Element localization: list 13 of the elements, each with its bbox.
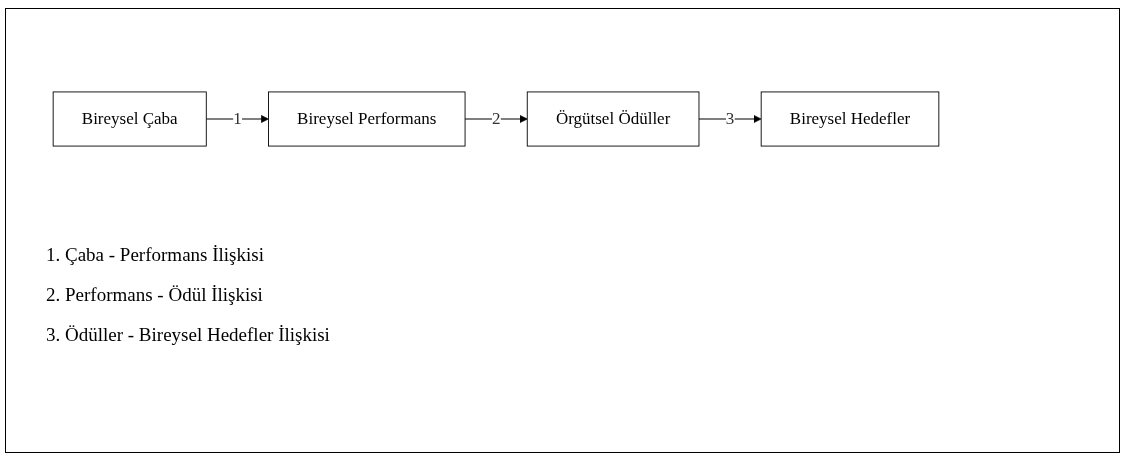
edge-label: 1 [233,108,242,128]
edge-label: 3 [725,108,735,128]
node-box: Bireysel Hedefler [760,91,940,147]
list-item-text: 2. Performans - Ödül İlişkisi [46,284,263,306]
edge-label: 2 [491,108,501,128]
node-box: Bireysel Çaba [52,91,207,147]
arrow [205,115,269,123]
node-box: Bireysel Performans [268,91,466,147]
node-box: Örgütsel Ödüller [526,91,700,147]
list-item-text: 3. Ödüller - Bireysel Hedefler İlişkisi [46,324,330,346]
arrow [698,115,762,123]
list-item-text: 1. Çaba - Performans İlişkisi [46,244,264,266]
arrow [464,115,528,123]
